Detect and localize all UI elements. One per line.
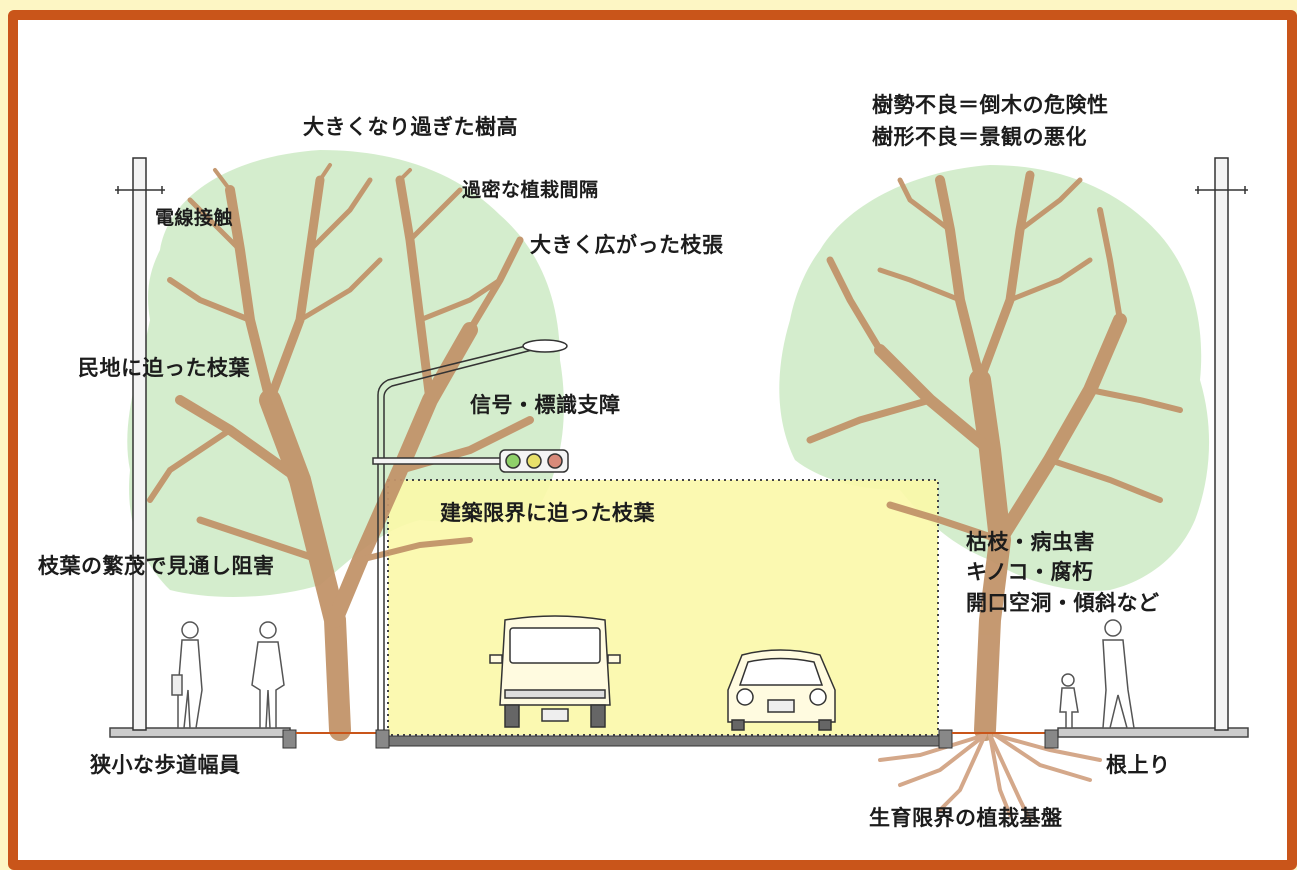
pedestrian-icon	[251, 621, 285, 729]
label-form: 樹形不良＝景観の悪化	[872, 125, 1087, 149]
label-root-lift: 根上り	[1106, 753, 1171, 777]
label-private-land: 民地に迫った枝葉	[78, 356, 250, 380]
right-tree-roots	[878, 733, 1102, 822]
label-base-limit: 生育限界の植栽基盤	[869, 806, 1063, 830]
left-tree-trunk	[147, 163, 534, 741]
pedestrian-icon	[171, 621, 203, 729]
label-defects: 枯枝・病虫害 キノコ・腐朽 開口空洞・傾斜など	[966, 530, 1160, 615]
label-too-tall: 大きくなり過ぎた樹高	[303, 115, 518, 139]
label-narrow-sidewalk: 狭小な歩道幅員	[90, 753, 241, 777]
label-dense-planting: 過密な植栽間隔	[462, 179, 599, 201]
label-clearance-limit: 建築限界に迫った枝葉	[440, 501, 655, 525]
street-lamp-icon	[377, 339, 568, 730]
label-visibility: 枝葉の繁茂で見通し阻害	[38, 554, 275, 578]
label-wire-contact: 電線接触	[155, 207, 234, 229]
road-surface	[109, 727, 1249, 749]
clearance-limit-zone	[387, 479, 939, 736]
truck-icon	[489, 615, 621, 728]
pedestrian-icon	[1102, 619, 1135, 729]
right-tree-trunk	[806, 170, 1183, 741]
car-icon	[727, 649, 836, 731]
pedestrian-icon	[1059, 673, 1079, 729]
label-wide-branches: 大きく広がった枝張	[530, 233, 724, 257]
label-vigor: 樹勢不良＝倒木の危険性	[872, 93, 1109, 117]
label-signal-obstruction: 信号・標識支障	[470, 393, 621, 417]
utility-pole-icon	[115, 157, 165, 731]
utility-pole-icon	[1195, 157, 1248, 731]
traffic-signal-icon	[372, 449, 569, 473]
